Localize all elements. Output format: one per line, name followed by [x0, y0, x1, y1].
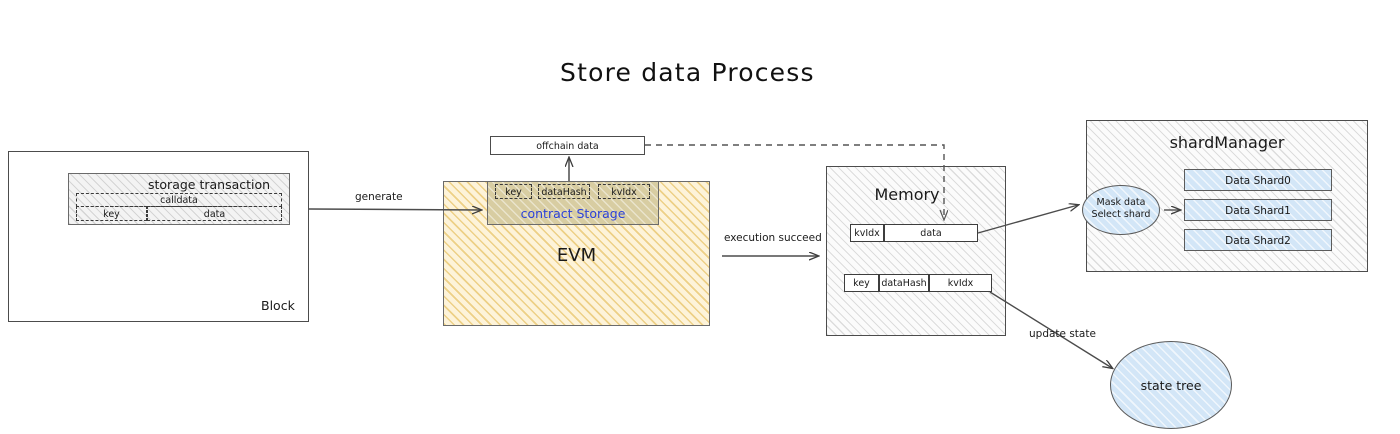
data-shard-0-label: Data Shard0	[1225, 174, 1291, 187]
select-shard-label: Select shard	[1091, 208, 1151, 220]
data-shard-1-box	[1184, 199, 1332, 221]
mask-select-ellipse	[1082, 185, 1160, 235]
calldata-data-label: data	[203, 208, 226, 220]
edge-label-execution-succeed: execution succeed	[724, 232, 822, 244]
contract-slot-kvidx-box	[598, 184, 650, 199]
state-tree-ellipse	[1110, 341, 1232, 429]
memory-row2-kvidx-label: kvIdx	[947, 278, 974, 289]
contract-storage-box	[487, 181, 659, 225]
contract-slot-datahash-label: dataHash	[541, 186, 587, 198]
storage-transaction-box	[68, 173, 290, 225]
edge-label-update-state: update state	[1029, 328, 1096, 340]
calldata-label: calldata	[160, 195, 198, 206]
data-shard-0-box	[1184, 169, 1332, 191]
data-shard-1-label: Data Shard1	[1225, 204, 1291, 217]
edge-label-generate: generate	[355, 191, 403, 203]
memory-row2-datahash-label: dataHash	[881, 278, 927, 289]
data-shard-2-box	[1184, 229, 1332, 251]
memory-row2-key-label: key	[853, 278, 870, 289]
memory-row2-key-cell	[844, 274, 879, 292]
edge-memory-to-shard	[977, 205, 1078, 234]
contract-slot-kvidx-label: kvIdx	[611, 186, 637, 198]
storage-transaction-title: storage transaction	[148, 177, 271, 192]
contract-slot-datahash-box	[538, 184, 590, 199]
memory-container	[826, 166, 1006, 336]
memory-label: Memory	[874, 184, 940, 204]
edge-offchain-to-memory	[645, 144, 944, 219]
contract-storage-label: contract Storage	[520, 205, 626, 221]
memory-row1-kvidx-cell	[850, 224, 884, 242]
contract-slot-key-label: key	[505, 186, 522, 198]
offchain-data-box	[490, 136, 645, 155]
calldata-data-cell	[147, 206, 282, 221]
memory-row1-kvidx-label: kvIdx	[854, 228, 880, 239]
contract-slot-key-box	[495, 184, 532, 199]
edge-memory-to-statetree	[989, 291, 1112, 368]
memory-row2-kvidx-cell	[929, 274, 992, 292]
mask-data-label: Mask data	[1096, 196, 1146, 208]
state-tree-label: state tree	[1140, 377, 1202, 393]
page-title: Store data Process	[560, 58, 815, 87]
offchain-data-label: offchain data	[536, 140, 599, 152]
shard-manager-label: shardManager	[1169, 132, 1285, 152]
memory-row1-data-cell	[884, 224, 978, 242]
edge-block-to-evm	[308, 209, 481, 210]
memory-row2-datahash-cell	[879, 274, 929, 292]
calldata-key-cell	[76, 206, 147, 221]
calldata-key-label: key	[103, 208, 120, 220]
block-label: Block	[261, 298, 295, 313]
data-shard-2-label: Data Shard2	[1225, 234, 1291, 247]
evm-label: EVM	[556, 244, 597, 266]
memory-row1-data-label: data	[920, 228, 942, 239]
